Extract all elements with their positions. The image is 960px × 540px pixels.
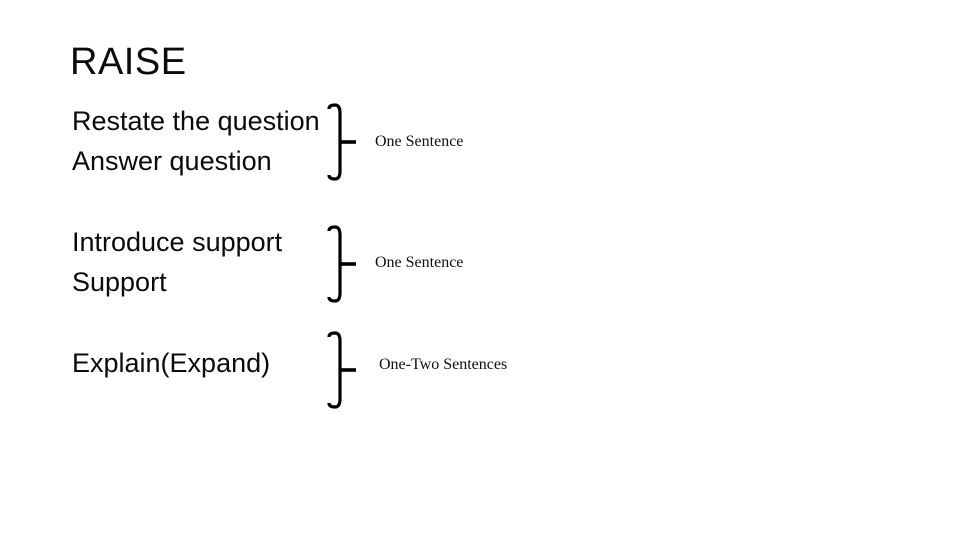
- right-brace-icon: [327, 225, 356, 303]
- group-support-line-1: Introduce support: [72, 227, 283, 257]
- group-restate: Restate the question Answer question: [72, 101, 320, 181]
- slide-title: RAISE: [70, 41, 187, 83]
- right-brace-icon: [327, 103, 356, 181]
- group-restate-line-2: Answer question: [72, 146, 272, 176]
- group-restate-line-1: Restate the question: [72, 106, 320, 136]
- group-explain: Explain(Expand): [72, 343, 270, 383]
- annotation-restate: One Sentence: [375, 133, 464, 150]
- group-support-line-2: Support: [72, 267, 167, 297]
- annotation-support: One Sentence: [375, 254, 464, 271]
- annotation-explain: One-Two Sentences: [379, 356, 508, 373]
- group-support: Introduce support Support: [72, 222, 282, 302]
- right-brace-icon: [327, 331, 356, 409]
- group-explain-line-1: Explain(Expand): [72, 348, 271, 378]
